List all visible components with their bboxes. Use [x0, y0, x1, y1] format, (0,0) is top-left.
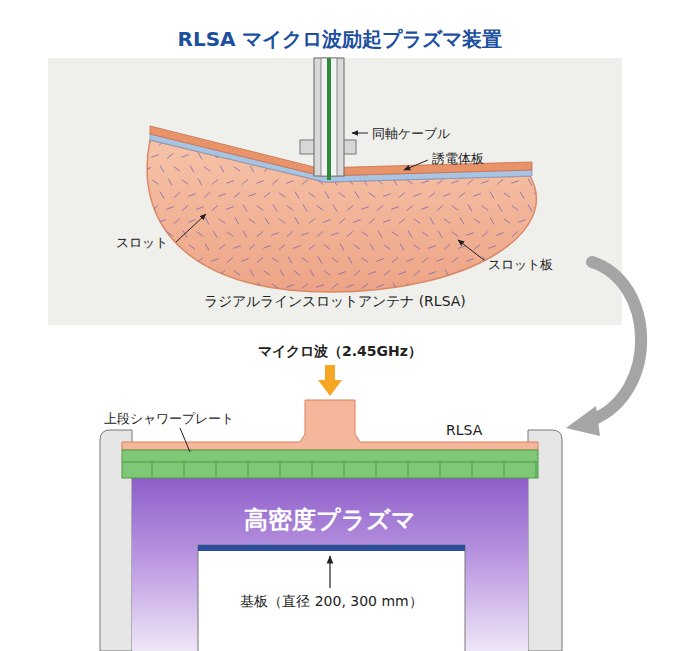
leader-line [404, 160, 428, 170]
panel-ground [48, 58, 622, 325]
shower-cells [122, 462, 538, 478]
leader-line [176, 214, 206, 242]
leader-line [180, 428, 190, 452]
part-label: 上段シャワープレート [104, 410, 234, 428]
flow-arrow-head [566, 406, 600, 436]
diagram-title: RLSA マイクロ波励起プラズマ装置 [178, 26, 503, 53]
microwave-arrow-head [318, 380, 342, 396]
flow-arrow [592, 262, 641, 420]
substrate-box: 基板（直径 200, 300 mm） [198, 545, 465, 651]
leader-line [458, 240, 484, 260]
part-label: マイクロ波（2.45GHz） [258, 343, 422, 361]
part-label: RLSA [446, 422, 482, 438]
shower-plate [122, 450, 538, 478]
node-text: 高密度プラズマ [244, 504, 416, 536]
antenna-panel: ラジアルラインスロットアンテナ (RLSA) [48, 58, 622, 325]
substrate-holder [198, 545, 465, 651]
node-text: 基板（直径 200, 300 mm） [240, 593, 423, 611]
part-label: スロット板 [488, 256, 553, 274]
part-label: スロット [116, 234, 168, 252]
part-label: 同軸ケーブル [372, 125, 450, 143]
part-label: 誘電体板 [432, 150, 484, 168]
microwave-arrow [325, 365, 335, 381]
leader-line [329, 556, 330, 588]
leader-line [352, 133, 368, 134]
node-text: ラジアルラインスロットアンテナ (RLSA) [204, 293, 466, 311]
substrate [198, 545, 465, 551]
coax-inner [327, 58, 331, 180]
slot-pattern [136, 127, 556, 303]
plasma-box: 高密度プラズマ基板（直径 200, 300 mm） [132, 478, 528, 651]
